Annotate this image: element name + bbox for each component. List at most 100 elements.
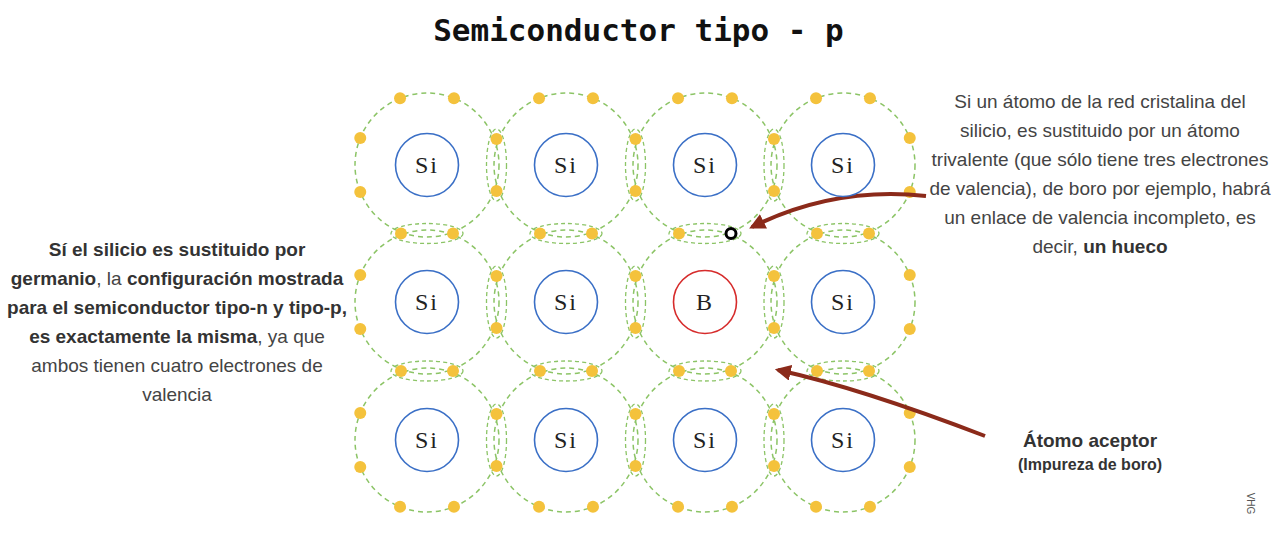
note-paragraph: Si un átomo de la red cristalina del sil… xyxy=(928,87,1272,261)
electron-dot xyxy=(864,501,876,513)
note-text: , la xyxy=(96,268,121,289)
atom-outline-circle xyxy=(396,271,459,334)
note-paragraph: Sí el silicio es sustituido por germanio… xyxy=(6,235,348,409)
electron-dot xyxy=(673,365,685,377)
electron-dot xyxy=(630,460,642,472)
covalent-bond xyxy=(626,266,646,338)
electron-dot xyxy=(491,133,503,145)
covalent-bond xyxy=(669,224,741,244)
atom-outline-circle xyxy=(674,134,737,197)
electron-dot xyxy=(491,185,503,197)
electron-dot xyxy=(768,133,780,145)
electron-dot xyxy=(533,92,545,104)
electron-dot xyxy=(491,408,503,420)
atom-symbol: Si xyxy=(831,427,855,454)
electron-dot xyxy=(354,186,366,198)
title: Semiconductor tipo - p xyxy=(0,12,1277,48)
electron-dot xyxy=(587,501,599,513)
electron-dot xyxy=(863,365,875,377)
atom-symbol: Si xyxy=(831,289,855,316)
electron-dot xyxy=(810,501,822,513)
electron-dot xyxy=(533,501,545,513)
covalent-bond xyxy=(391,361,463,381)
electron-dot xyxy=(630,322,642,334)
electron-dot xyxy=(811,365,823,377)
atom-symbol: Si xyxy=(554,427,578,454)
atom-outline-circle xyxy=(535,134,598,197)
covalent-bond xyxy=(626,404,646,476)
atom-symbol: Si xyxy=(693,427,717,454)
atom-circle: Si xyxy=(394,407,460,473)
electron-dot xyxy=(768,408,780,420)
covalent-bond xyxy=(764,266,784,338)
covalent-bond xyxy=(626,129,646,201)
covalent-bond xyxy=(669,361,741,381)
electron-dot xyxy=(534,365,546,377)
atom-symbol: B xyxy=(696,289,714,316)
electron-dot xyxy=(673,228,685,240)
electron-dot xyxy=(491,270,503,282)
electron-dot xyxy=(395,228,407,240)
electron-dot xyxy=(586,365,598,377)
valence-shell xyxy=(355,230,499,374)
electron-dot xyxy=(904,132,916,144)
atom-symbol: Si xyxy=(415,427,439,454)
atom-outline-circle xyxy=(535,409,598,472)
valence-shell xyxy=(771,230,915,374)
electron-dot xyxy=(863,228,875,240)
electron-dot xyxy=(768,185,780,197)
acceptor-label: Átomo aceptor(Impureza de boro) xyxy=(960,428,1220,476)
valence-shell xyxy=(494,230,638,374)
electron-dot xyxy=(630,133,642,145)
electron-dot xyxy=(534,228,546,240)
electron-dot xyxy=(672,501,684,513)
covalent-bond xyxy=(487,404,507,476)
covalent-bond xyxy=(764,404,784,476)
atom-circle: B xyxy=(672,269,738,335)
valence-shell xyxy=(633,368,777,512)
atom-symbol: Si xyxy=(554,152,578,179)
valence-shell xyxy=(771,368,915,512)
atom-symbol: Si xyxy=(415,152,439,179)
note-text: Átomo aceptor xyxy=(960,428,1220,454)
electron-dot xyxy=(768,270,780,282)
covalent-bond xyxy=(487,129,507,201)
electron-dot xyxy=(672,92,684,104)
valence-shell xyxy=(494,368,638,512)
leader-arrow xyxy=(778,370,985,436)
atom-outline-circle xyxy=(812,409,875,472)
electron-dot xyxy=(354,323,366,335)
atom-symbol: Si xyxy=(554,289,578,316)
electron-dot xyxy=(586,228,598,240)
electron-dot xyxy=(630,408,642,420)
electron-dot xyxy=(726,501,738,513)
electron-dot xyxy=(491,460,503,472)
covalent-bond xyxy=(807,224,879,244)
atom-circle: Si xyxy=(533,269,599,335)
valence-shell xyxy=(771,93,915,237)
electron-dot xyxy=(904,461,916,473)
atom-circle: Si xyxy=(394,132,460,198)
electron-dot xyxy=(354,407,366,419)
atom-outline-circle xyxy=(535,271,598,334)
covalent-bond xyxy=(530,224,602,244)
atom-outline-circle xyxy=(396,134,459,197)
valence-shell xyxy=(633,93,777,237)
electron-dot xyxy=(395,365,407,377)
electron-dot xyxy=(768,322,780,334)
electron-dot xyxy=(447,228,459,240)
valence-shell xyxy=(355,368,499,512)
atom-symbol: Si xyxy=(693,152,717,179)
atom-outline-circle xyxy=(812,134,875,197)
watermark: VHG xyxy=(1245,493,1256,515)
electron-dot xyxy=(354,269,366,281)
electron-dot xyxy=(726,92,738,104)
electron-dot xyxy=(811,228,823,240)
electron-dot xyxy=(725,365,737,377)
leader-arrow xyxy=(752,194,926,227)
atom-outline-circle xyxy=(674,409,737,472)
electron-dot xyxy=(448,501,460,513)
valence-shell xyxy=(633,230,777,374)
electron-dot xyxy=(448,92,460,104)
